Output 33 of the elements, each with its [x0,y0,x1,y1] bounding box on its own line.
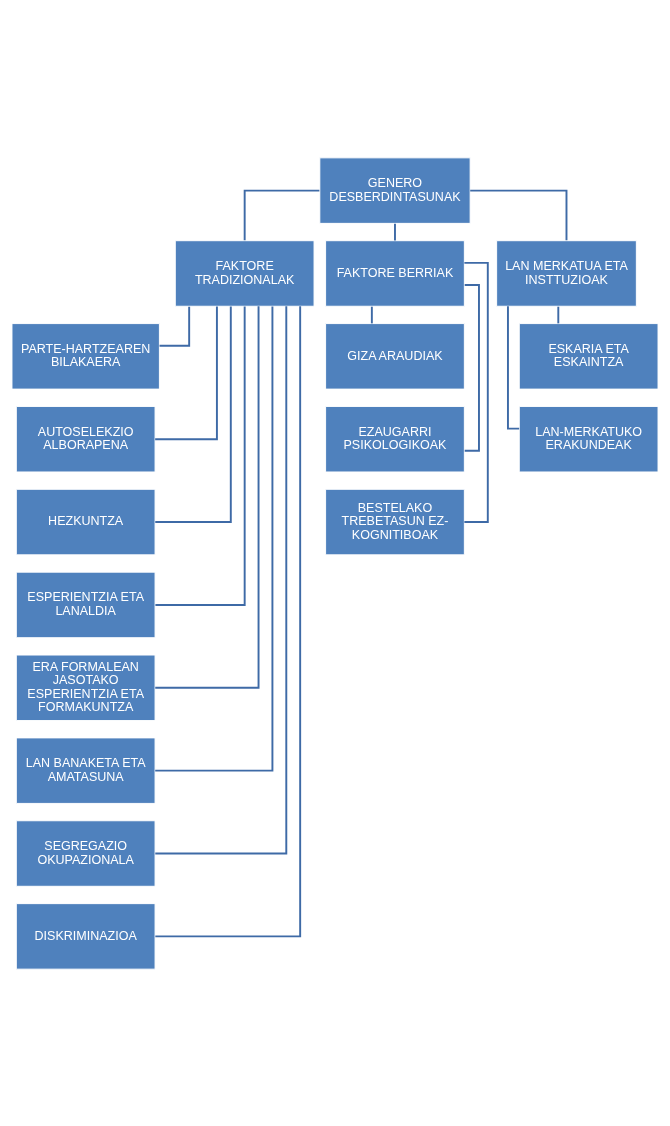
node-box: LAN MERKATUA ETA INSTTUZIOAK [496,239,637,307]
node-box: DISKRIMINAZIOA [15,902,156,970]
connector [463,283,480,452]
node-box: ERA FORMALEAN JASOTAKO ESPERIENTZIA ETA FORMAKUNTZA [15,654,156,721]
node-box: ESKARIA ETA ESKAINTZA [518,322,659,390]
connector [370,305,373,324]
node-box: LAN-MERKATUKO ERAKUNDEAK [518,405,659,472]
connector [154,305,246,606]
connector [154,305,274,772]
connector [154,304,260,689]
connector [463,261,489,523]
node-box: GIZA ARAUDIAK [325,322,465,390]
node-box: BESTELAKO TREBETASUN EZ-KOGNITIBOAK [325,488,465,555]
node-box: FAKTORE BERRIAK [325,239,465,307]
connector [469,189,568,241]
connector [394,222,396,241]
node-box: AUTOSELEKZIO ALBORAPENA [15,405,156,472]
connector [154,305,218,440]
node-box: GENERO DESBERDINTASUNAK [319,156,471,224]
connector [154,304,288,854]
node-box: ESPERIENTZIA ETA LANALDIA [15,571,156,638]
node-box: FAKTORE TRADIZIONALAK [174,239,315,307]
node-box: HEZKUNTZA [15,488,156,555]
connector [158,305,191,347]
connector [154,305,232,523]
node-box: SEGREGAZIO OKUPAZIONALA [15,819,156,887]
connector [507,304,521,430]
node-box: PARTE-HARTZEAREN BILAKAERA [11,322,160,390]
connector [557,305,560,324]
node-box: LAN BANAKETA ETA AMATASUNA [15,736,156,804]
connector [243,189,321,241]
node-box: EZAUGARRI PSIKOLOGIKOAK [325,405,465,472]
connector [154,304,302,937]
